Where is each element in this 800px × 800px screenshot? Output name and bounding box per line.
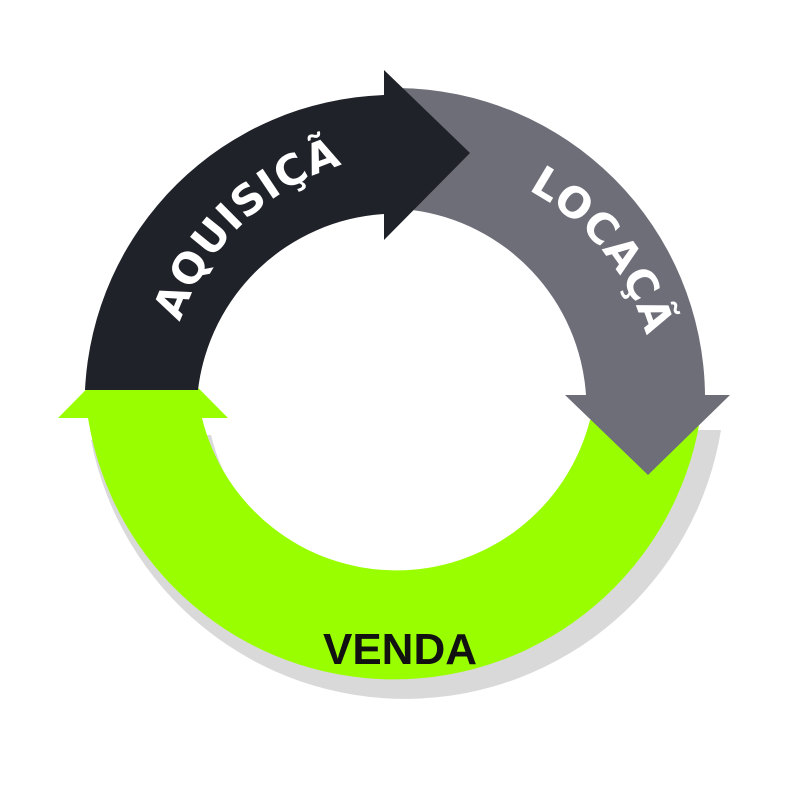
venda-arrow: [58, 332, 700, 680]
aquisicao-label: AQUISIÇÃO: [0, 0, 347, 326]
aquisicao-arrow: [85, 70, 470, 390]
venda-label: VENDA: [323, 625, 477, 674]
locacao-arrow: [398, 88, 730, 475]
